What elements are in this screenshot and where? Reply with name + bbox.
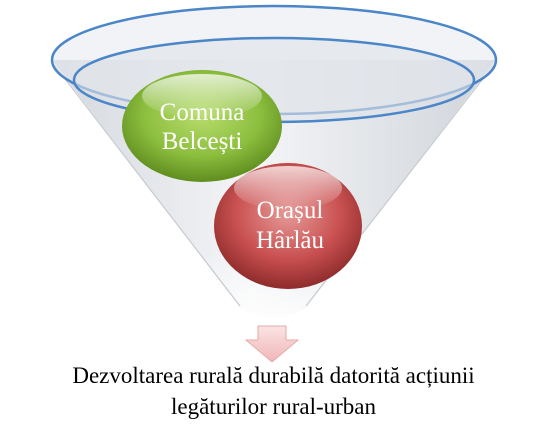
outcome-line-1: Dezvoltarea rurală durabilă datorită acț… [72, 363, 475, 388]
bubble-label-line-2: Hârlău [256, 227, 325, 254]
outcome-line-2: legăturilor rural-urban [171, 394, 376, 419]
down-arrow-icon [244, 325, 300, 363]
bubble-comuna-belcesti: Comuna Belcești [122, 70, 282, 182]
bubble-label-line-1: Comuna [160, 99, 245, 126]
bubble-label-line-1: Orașul [257, 197, 324, 224]
bubble-label-line-2: Belcești [162, 128, 243, 155]
outcome-text: Dezvoltarea rurală durabilă datorită acț… [0, 360, 547, 422]
bubble-orasul-harlau: Orașul Hârlău [214, 163, 362, 289]
